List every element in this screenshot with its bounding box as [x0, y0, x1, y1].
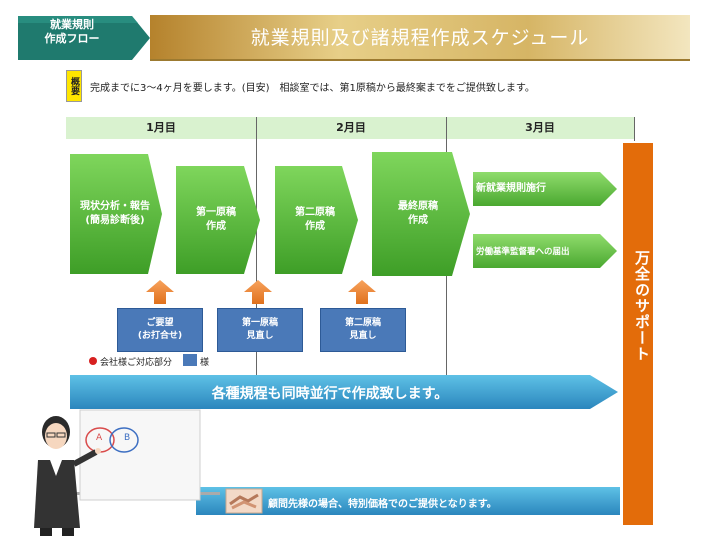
- summary-badge: 概要: [66, 70, 82, 102]
- handshake-icon: [225, 488, 263, 514]
- step-arrow-2: [176, 166, 260, 274]
- step-arrow-1: [70, 154, 162, 274]
- step-2-line1: 第一原稿: [196, 207, 236, 218]
- step-3-line1: 第二原稿: [295, 207, 335, 218]
- client-task-3: 第二原稿 見直し: [320, 308, 406, 352]
- advisory-text: 顧問先様の場合、特別価格でのご提供となります。: [268, 499, 497, 510]
- parallel-banner: 各種規程も同時並行で作成致します。: [211, 386, 449, 402]
- step-2: 第一原稿 作成: [176, 206, 256, 234]
- month-label-3: 3月目: [525, 121, 555, 134]
- legend-dot: [89, 357, 97, 365]
- legend-label-2: 様: [200, 358, 210, 368]
- step-arrow-3: [275, 166, 358, 274]
- presenter-illustration: [34, 409, 220, 536]
- circle-a-label: A: [96, 433, 103, 443]
- month-divider-3: [634, 117, 635, 141]
- support-label: 万全のサポート: [633, 250, 651, 362]
- client-task-1-line2: (お打合せ): [137, 331, 183, 341]
- header: 就業規則 作成フロー 就業規則及び諸規程作成スケジュール: [0, 0, 720, 70]
- client-task-2: 第一原稿 見直し: [217, 308, 303, 352]
- client-task-2-line2: 見直し: [246, 331, 274, 341]
- month-bar: [66, 117, 634, 139]
- up-arrow-1: [146, 280, 174, 304]
- step-1: 現状分析・報告 (簡易診断後): [70, 200, 160, 228]
- step-1-line2: (簡易診断後): [85, 215, 145, 226]
- step-4-line2: 作成: [408, 215, 428, 226]
- outcome-arrow-1: [473, 172, 617, 206]
- up-arrow-3: [348, 280, 376, 304]
- support-column: [623, 143, 653, 525]
- step-4-line1: 最終原稿: [398, 201, 438, 212]
- header-tag-line1: 就業規則: [50, 18, 94, 31]
- summary-text: 完成までに3～4ヶ月を要します。(目安) 相談室では、第1原稿から最終案までをご…: [90, 83, 535, 94]
- step-3: 第二原稿 作成: [275, 206, 355, 234]
- parallel-banner-shape: [70, 375, 618, 409]
- circle-b-label: B: [124, 433, 131, 443]
- month-label-2: 2月目: [336, 121, 366, 134]
- outcome-1: 新就業規則施行: [476, 183, 546, 194]
- client-task-1: ご要望 (お打合せ): [117, 308, 203, 352]
- header-tag-shape: [18, 16, 150, 60]
- up-arrow-2: [244, 280, 272, 304]
- legend-swatch: [183, 354, 197, 366]
- header-tag: 就業規則 作成フロー: [22, 18, 122, 58]
- outcome-2: 労働基準監督署への届出: [476, 247, 570, 257]
- month-divider-1: [256, 117, 257, 387]
- step-2-line2: 作成: [206, 221, 226, 232]
- client-task-3-line2: 見直し: [349, 331, 377, 341]
- header-tag-line2: 作成フロー: [44, 32, 100, 45]
- legend-label-1: 会社様ご対応部分: [100, 358, 173, 368]
- client-task-1-line1: ご要望: [146, 318, 174, 328]
- advisory-bar-shape: [196, 487, 620, 515]
- client-task-2-line1: 第一原稿: [241, 318, 278, 328]
- outcome-arrow-2: [473, 234, 617, 268]
- title-bar: [150, 15, 690, 61]
- step-1-line1: 現状分析・報告: [80, 201, 150, 212]
- step-arrow-4: [372, 152, 470, 276]
- client-task-3-line1: 第二原稿: [344, 318, 381, 328]
- page-title: 就業規則及び諸規程作成スケジュール: [250, 27, 590, 49]
- step-3-line2: 作成: [305, 221, 325, 232]
- step-4: 最終原稿 作成: [372, 200, 464, 228]
- month-label-1: 1月目: [146, 121, 176, 134]
